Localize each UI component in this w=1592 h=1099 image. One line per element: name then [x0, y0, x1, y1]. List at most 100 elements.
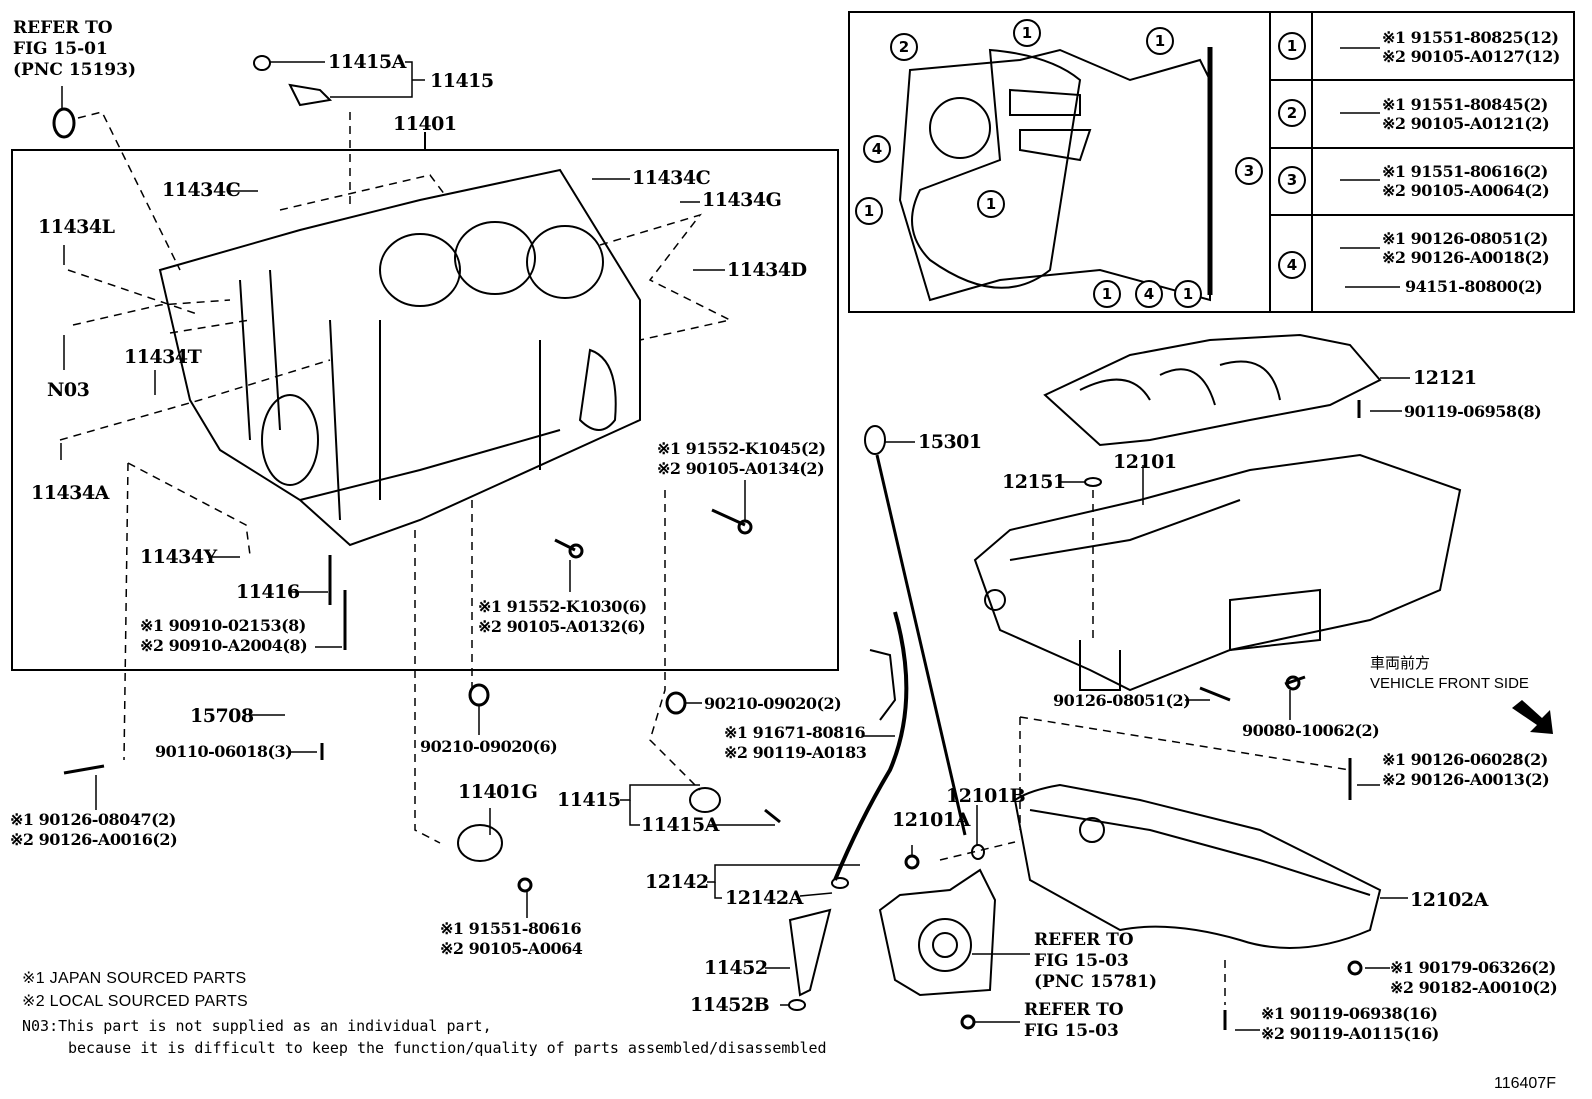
table-row1-jp[interactable]: ※1 91551-80825(12): [1382, 28, 1559, 47]
label-gasket-90210-09020-6[interactable]: 90210-09020(6): [420, 737, 558, 756]
label-11452B[interactable]: 11452B: [690, 994, 770, 1016]
sensor-11415-bottom: [689, 787, 721, 813]
label-11434T[interactable]: 11434T: [124, 346, 202, 368]
assembly-dashed-lines: [59, 111, 1351, 1005]
leader-lines: [60, 47, 1410, 1031]
label-stud-90126-08047[interactable]: ※1 90126-08047(2): [10, 810, 176, 829]
label-90126-06028[interactable]: ※1 90126-06028(2): [1382, 750, 1548, 769]
label-11434C-left[interactable]: 11434C: [162, 179, 241, 201]
label-12142[interactable]: 12142: [645, 871, 709, 893]
callout-4: 4: [1135, 280, 1163, 308]
label-12151[interactable]: 12151: [1002, 471, 1066, 493]
sensor-11401G: [457, 824, 503, 862]
label-91552-K1030[interactable]: ※1 91552-K1030(6): [478, 597, 647, 616]
callout-4: 4: [863, 135, 891, 163]
label-11434L[interactable]: 11434L: [38, 216, 115, 238]
table-row4-local[interactable]: ※2 90126-A0018(2): [1382, 248, 1550, 267]
oil-level-gauge-drawing: [833, 425, 967, 881]
table-row3-local[interactable]: ※2 90105-A0064(2): [1382, 181, 1550, 200]
label-11416-bolt-local[interactable]: ※2 90910-A2004(8): [140, 636, 308, 655]
callout-1: 1: [855, 197, 883, 225]
label-12101B[interactable]: 12101B: [946, 785, 1026, 807]
label-11452[interactable]: 11452: [704, 957, 768, 979]
timing-cover-bolt-layout-drawing: [898, 47, 1213, 302]
label-11434A[interactable]: 11434A: [31, 482, 109, 504]
ring-11452B: [788, 999, 806, 1011]
label-11434G[interactable]: 11434G: [702, 189, 782, 211]
label-15301[interactable]: 15301: [918, 431, 982, 453]
label-11434C-right[interactable]: 11434C: [632, 167, 711, 189]
label-91671-80816[interactable]: ※1 91671-80816: [724, 723, 866, 742]
refer-fig-15-03-pnc: REFER TO FIG 15-03 (PNC 15781): [1034, 930, 1158, 992]
label-90119-06958[interactable]: 90119-06958(8): [1404, 402, 1542, 421]
vehicle-front-jp: 車両前方: [1370, 655, 1431, 672]
label-11415A-bottom[interactable]: 11415A: [641, 814, 719, 836]
label-11415-top[interactable]: 11415: [430, 70, 494, 92]
table-row3-jp[interactable]: ※1 91551-80616(2): [1382, 162, 1548, 181]
cylinder-block-drawing: [158, 168, 641, 547]
label-gasket-90210-09020-2[interactable]: 90210-09020(2): [704, 694, 842, 713]
cylinder-block-group-frame: [11, 149, 839, 671]
label-90119-06938[interactable]: ※1 90119-06938(16): [1261, 1004, 1438, 1023]
label-90119-A0115[interactable]: ※2 90119-A0115(16): [1261, 1024, 1439, 1043]
label-12101A[interactable]: 12101A: [892, 809, 970, 831]
label-91552-K1045[interactable]: ※1 91552-K1045(2): [657, 439, 826, 458]
label-15708[interactable]: 15708: [190, 705, 254, 727]
label-90119-A0183[interactable]: ※2 90119-A0183: [724, 743, 867, 762]
table-row1-local[interactable]: ※2 90105-A0127(12): [1382, 47, 1560, 66]
table-key-4: 4: [1278, 251, 1306, 279]
table-key-3: 3: [1278, 166, 1306, 194]
gasket-2: [665, 691, 687, 715]
label-11416-bolt-jp[interactable]: ※1 90910-02153(8): [140, 616, 306, 635]
callout-1: 1: [1013, 19, 1041, 47]
label-11434D[interactable]: 11434D: [727, 259, 807, 281]
label-90126-A0013[interactable]: ※2 90126-A0013(2): [1382, 770, 1550, 789]
label-N03[interactable]: N03: [47, 379, 90, 401]
callout-1: 1: [1146, 27, 1174, 55]
label-11415-bottom[interactable]: 11415: [557, 789, 621, 811]
label-90182-A0010[interactable]: ※2 90182-A0010(2): [1390, 978, 1558, 997]
bolt-location-inset-frame: [848, 11, 1575, 313]
label-11401[interactable]: 11401: [393, 113, 457, 135]
vehicle-front-en: VEHICLE FRONT SIDE: [1370, 675, 1529, 692]
vehicle-front-arrow: [1512, 700, 1553, 734]
legend-n03-line1: N03:This part is not supplied as an indi…: [22, 1017, 492, 1035]
oil-strainer-tube-drawing: [788, 908, 832, 997]
table-row4-nut[interactable]: 94151-80800(2): [1405, 277, 1543, 296]
label-90105-A0134[interactable]: ※2 90105-A0134(2): [657, 459, 825, 478]
label-11416[interactable]: 11416: [236, 581, 300, 603]
label-12121[interactable]: 12121: [1413, 367, 1477, 389]
callout-1: 1: [1174, 280, 1202, 308]
table-key-2: 2: [1278, 99, 1306, 127]
table-row2-local[interactable]: ※2 90105-A0121(2): [1382, 114, 1550, 133]
label-11415A-top[interactable]: 11415A: [328, 51, 406, 73]
label-90179-06326[interactable]: ※1 90179-06326(2): [1390, 958, 1556, 977]
oil-pan-lower-drawing: [1013, 783, 1382, 949]
callout-3: 3: [1235, 157, 1263, 185]
label-stud-90126-A0016[interactable]: ※2 90126-A0016(2): [10, 830, 178, 849]
label-12101[interactable]: 12101: [1113, 451, 1177, 473]
table-row4-jp[interactable]: ※1 90126-08051(2): [1382, 229, 1548, 248]
legend-n03-line2: because it is difficult to keep the func…: [68, 1039, 827, 1057]
table-row2-jp[interactable]: ※1 91551-80845(2): [1382, 95, 1548, 114]
label-11401G[interactable]: 11401G: [458, 781, 538, 803]
label-90110-06018[interactable]: 90110-06018(3): [155, 742, 293, 761]
label-90126-08051[interactable]: 90126-08051(2): [1053, 691, 1191, 710]
sensor-11415-top: [288, 83, 333, 107]
label-90105-A0132[interactable]: ※2 90105-A0132(6): [478, 617, 646, 636]
label-90080-10062[interactable]: 90080-10062(2): [1242, 721, 1380, 740]
label-12142A[interactable]: 12142A: [725, 887, 803, 909]
bolt-glyphs: [63, 400, 1363, 1030]
callout-2: 2: [890, 33, 918, 61]
label-12102A[interactable]: 12102A: [1410, 889, 1488, 911]
refer-fig-15-03: REFER TO FIG 15-03: [1024, 1000, 1124, 1041]
refer-fig-15-01: REFER TO FIG 15-01 (PNC 15193): [13, 18, 137, 80]
table-key-1: 1: [1278, 32, 1306, 60]
label-91551-80616[interactable]: ※1 91551-80616: [440, 919, 582, 938]
legend-local-sourced: ※2 LOCAL SOURCED PARTS: [22, 993, 248, 1010]
label-11434Y[interactable]: 11434Y: [140, 546, 217, 568]
oil-filter-bracket-drawing: [878, 868, 997, 997]
ring-12151: [1084, 477, 1102, 487]
label-90105-A0064[interactable]: ※2 90105-A0064: [440, 939, 583, 958]
